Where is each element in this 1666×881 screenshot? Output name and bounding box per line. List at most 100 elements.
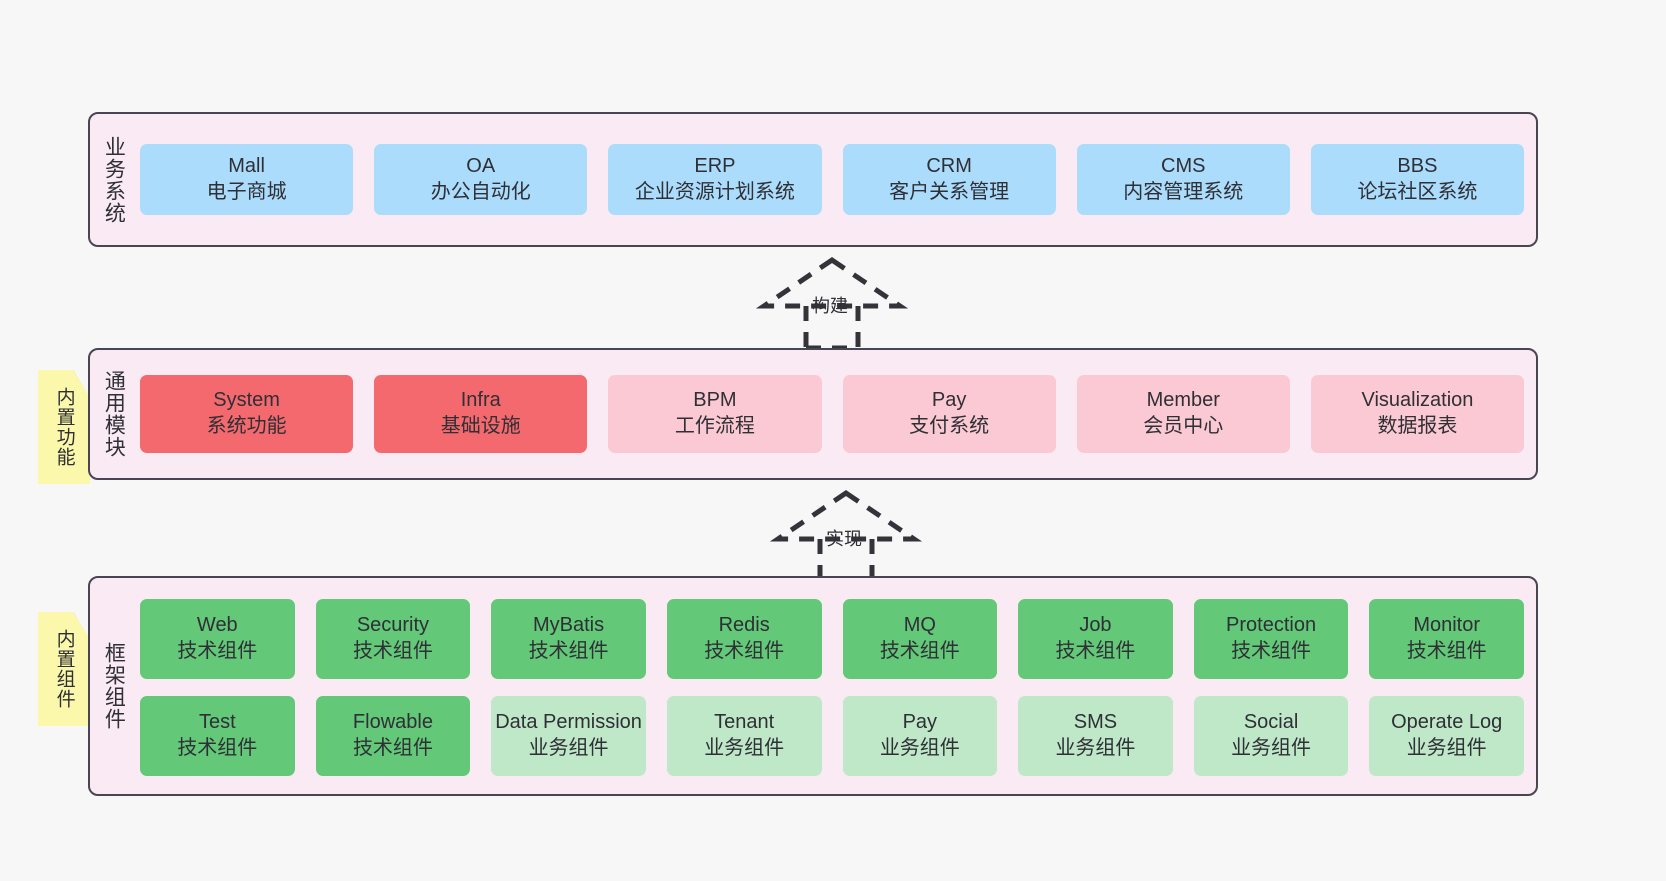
business-box-cms[interactable]: CMS 内容管理系统 [1076, 144, 1290, 215]
framework-box-pay[interactable]: Pay 业务组件 [842, 695, 998, 776]
module-box-visualization[interactable]: Visualization 数据报表 [1310, 375, 1525, 453]
box-subtitle: 技术组件 [879, 639, 960, 662]
box-title: MyBatis [533, 613, 605, 636]
box-subtitle: 数据报表 [1377, 415, 1458, 437]
business-box-erp[interactable]: ERP 企业资源计划系统 [608, 144, 822, 215]
framework-box-data-permission[interactable]: Data Permission 业务组件 [491, 695, 646, 776]
framework-box-monitor[interactable]: Monitor 技术组件 [1369, 598, 1524, 679]
box-subtitle: 系统功能 [206, 415, 287, 437]
connector-build-label: 构建 [812, 296, 848, 316]
framework-box-flowable[interactable]: Flowable 技术组件 [315, 695, 471, 776]
box-subtitle: 基础设施 [440, 415, 521, 437]
layer-module-body: System 系统功能 Infra 基础设施 BPM 工作流程 Pay 支付系统… [136, 350, 1536, 478]
framework-box-web[interactable]: Web 技术组件 [140, 598, 295, 679]
box-title: Protection [1226, 613, 1317, 636]
box-subtitle: 技术组件 [1055, 639, 1136, 662]
layer-module-title: 通用模块 [102, 370, 126, 458]
connector-build: 构建 [752, 256, 912, 351]
box-title: Visualization [1361, 389, 1474, 412]
note-builtin-components: 内置组件 [38, 612, 90, 726]
box-subtitle: 技术组件 [528, 639, 609, 662]
box-subtitle: 业务组件 [704, 736, 785, 759]
box-title: BBS [1397, 154, 1438, 177]
box-subtitle: 技术组件 [704, 639, 785, 662]
framework-box-tenant[interactable]: Tenant 业务组件 [666, 695, 822, 776]
module-box-member[interactable]: Member 会员中心 [1076, 375, 1290, 453]
box-subtitle: 企业资源计划系统 [634, 180, 795, 203]
module-box-pay[interactable]: Pay 支付系统 [842, 375, 1056, 453]
box-subtitle: 支付系统 [909, 415, 990, 437]
box-title: Job [1079, 613, 1112, 636]
box-title: CRM [926, 154, 972, 177]
box-subtitle: 业务组件 [1406, 736, 1487, 759]
box-title: BPM [693, 389, 737, 412]
box-title: Operate Log [1391, 710, 1503, 733]
box-subtitle: 工作流程 [674, 415, 755, 437]
framework-box-job[interactable]: Job 技术组件 [1018, 598, 1173, 679]
layer-common-modules: 通用模块 System 系统功能 Infra 基础设施 BPM 工作流程 Pay… [88, 348, 1538, 480]
box-subtitle: 业务组件 [879, 736, 960, 759]
layer-framework-components: 框架组件 Web 技术组件 Security 技术组件 MyBatis 技术组件… [88, 576, 1538, 796]
layer-business-systems: 业务系统 Mall 电子商城 OA 办公自动化 ERP 企业资源计划系统 CRM… [88, 112, 1538, 247]
module-box-infra[interactable]: Infra 基础设施 [374, 375, 588, 453]
box-subtitle: 业务组件 [528, 736, 609, 759]
box-title: SMS [1073, 710, 1118, 733]
box-title: Tenant [714, 710, 775, 733]
box-subtitle: 技术组件 [1231, 639, 1312, 662]
box-subtitle: 客户关系管理 [889, 180, 1010, 203]
layer-framework-title: 框架组件 [102, 642, 126, 730]
box-subtitle: 电子商城 [206, 180, 287, 203]
box-subtitle: 内容管理系统 [1123, 180, 1244, 203]
box-title: CMS [1161, 154, 1206, 177]
box-title: Infra [460, 389, 501, 412]
box-title: Mall [228, 154, 265, 177]
business-box-mall[interactable]: Mall 电子商城 [140, 144, 354, 215]
framework-row-business: Test 技术组件 Flowable 技术组件 Data Permission … [140, 695, 1524, 776]
box-subtitle: 技术组件 [1406, 639, 1487, 662]
module-row: System 系统功能 Infra 基础设施 BPM 工作流程 Pay 支付系统… [140, 375, 1525, 453]
layer-business-title: 业务系统 [102, 135, 126, 224]
box-subtitle: 办公自动化 [430, 180, 531, 203]
framework-box-sms[interactable]: SMS 业务组件 [1018, 695, 1173, 776]
box-subtitle: 论坛社区系统 [1357, 180, 1478, 203]
box-title: Redis [718, 613, 770, 636]
framework-box-security[interactable]: Security 技术组件 [315, 598, 471, 679]
box-subtitle: 技术组件 [352, 736, 433, 759]
box-title: System [213, 389, 280, 412]
framework-box-operate-log[interactable]: Operate Log 业务组件 [1369, 695, 1524, 776]
business-box-oa[interactable]: OA 办公自动化 [374, 144, 588, 215]
framework-row-tech: Web 技术组件 Security 技术组件 MyBatis 技术组件 Redi… [140, 598, 1524, 679]
layer-framework-body: Web 技术组件 Security 技术组件 MyBatis 技术组件 Redi… [136, 578, 1536, 794]
box-subtitle: 技术组件 [177, 736, 258, 759]
note-label: 内置功能 [53, 387, 75, 467]
framework-box-test[interactable]: Test 技术组件 [140, 695, 295, 776]
framework-box-redis[interactable]: Redis 技术组件 [666, 598, 822, 679]
note-label: 内置组件 [53, 629, 75, 709]
note-builtin-functions: 内置功能 [38, 370, 90, 484]
box-title: Test [198, 710, 236, 733]
business-box-bbs[interactable]: BBS 论坛社区系统 [1310, 144, 1525, 215]
framework-box-mq[interactable]: MQ 技术组件 [842, 598, 998, 679]
box-title: Pay [931, 389, 967, 412]
box-subtitle: 业务组件 [1231, 736, 1312, 759]
framework-box-protection[interactable]: Protection 技术组件 [1193, 598, 1349, 679]
framework-box-mybatis[interactable]: MyBatis 技术组件 [491, 598, 646, 679]
box-title: OA [466, 154, 496, 177]
box-subtitle: 业务组件 [1055, 736, 1136, 759]
box-title: Flowable [352, 710, 433, 733]
box-title: Member [1146, 389, 1220, 412]
box-title: Monitor [1413, 613, 1481, 636]
layer-business-body: Mall 电子商城 OA 办公自动化 ERP 企业资源计划系统 CRM 客户关系… [136, 114, 1536, 245]
box-title: Security [356, 613, 430, 636]
box-title: Data Permission [495, 710, 642, 733]
box-title: Social [1243, 710, 1299, 733]
framework-box-social[interactable]: Social 业务组件 [1193, 695, 1349, 776]
box-title: Web [196, 613, 238, 636]
box-title: Pay [902, 710, 938, 733]
module-box-system[interactable]: System 系统功能 [140, 375, 354, 453]
module-box-bpm[interactable]: BPM 工作流程 [608, 375, 822, 453]
box-subtitle: 会员中心 [1143, 415, 1224, 437]
business-box-crm[interactable]: CRM 客户关系管理 [842, 144, 1056, 215]
box-title: MQ [903, 613, 936, 636]
